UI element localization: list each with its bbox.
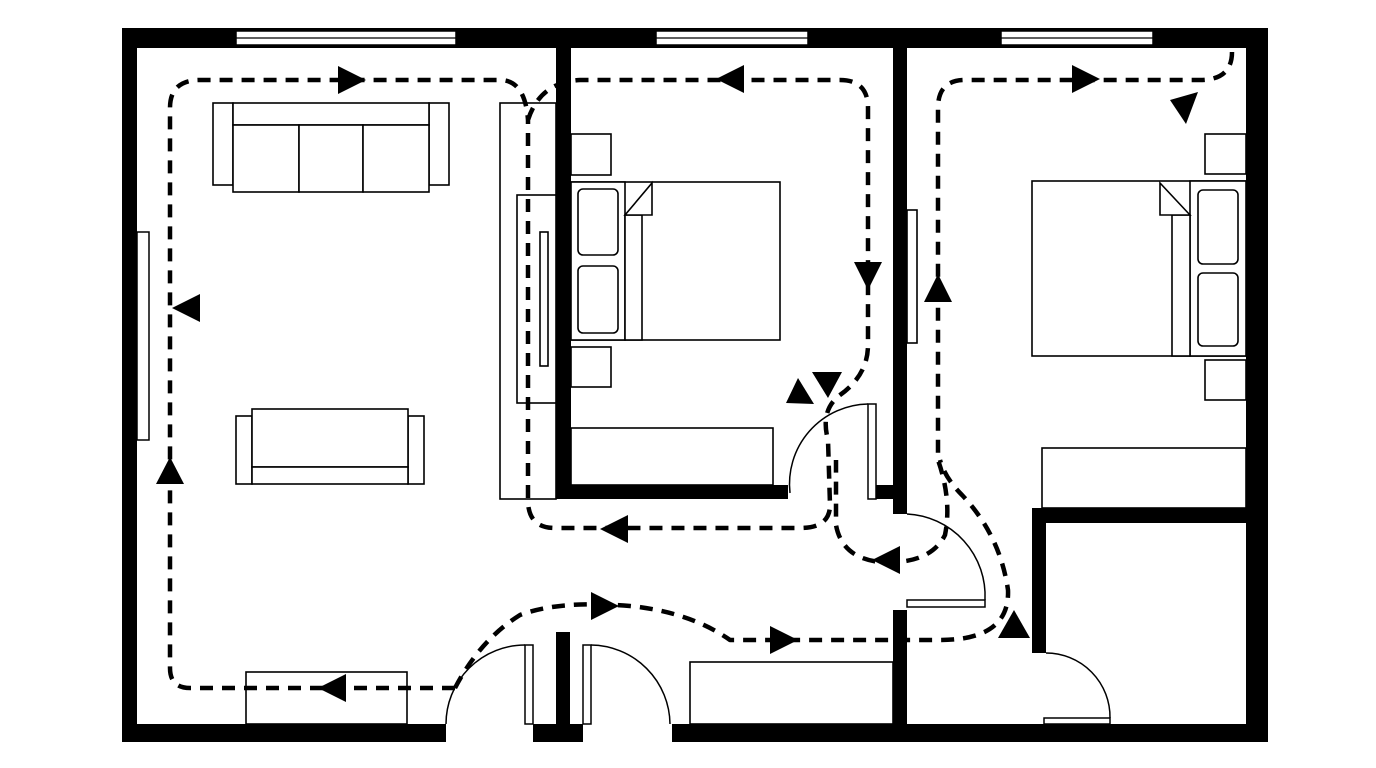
direction-arrow-icon: [854, 262, 882, 290]
wardrobe-bedroom2-wall: [906, 209, 918, 344]
wall-living-bedroom1: [556, 44, 571, 499]
direction-arrow-icon: [786, 378, 814, 404]
direction-arrow-icon: [872, 546, 900, 574]
sofa: [212, 102, 450, 193]
direction-arrow-icon: [998, 610, 1030, 638]
door-bedroom1: [788, 403, 877, 500]
wall-closet-top: [1032, 508, 1262, 523]
wall-right: [1246, 28, 1268, 742]
direction-arrow-icon: [600, 515, 628, 543]
direction-arrow-icon: [716, 65, 744, 93]
route-arrows: [156, 65, 1198, 702]
dresser-bedroom2: [1041, 447, 1247, 509]
entry-bench: [245, 671, 408, 725]
wall-hall-lower: [893, 610, 907, 726]
window-bedroom2-top: [1000, 30, 1154, 46]
wall-closet-left: [1032, 508, 1046, 653]
route-bedroom1-loop: [525, 77, 871, 531]
wall-bottom-right: [672, 724, 1268, 742]
direction-arrow-icon: [156, 457, 184, 484]
direction-arrow-icon: [1170, 92, 1198, 124]
window-living-top: [235, 30, 457, 46]
direction-arrow-icon: [591, 592, 619, 620]
route-hall-wave: [453, 459, 1011, 690]
double-bed-bedroom1: [570, 180, 781, 341]
door-bedroom2: [906, 513, 986, 608]
route-bedroom2-loop: [833, 51, 1235, 565]
direction-arrow-icon: [770, 626, 798, 654]
nightstands-bedroom1: [570, 133, 612, 388]
dresser-bedroom1: [570, 427, 774, 486]
circulation-route: [167, 51, 1235, 691]
wall-bottom-left: [122, 724, 446, 742]
window-living-left: [136, 231, 150, 441]
wall-entry-stub: [556, 632, 570, 742]
wall-bedroom1-bottom: [556, 485, 788, 499]
door-closet: [1043, 652, 1111, 725]
wall-left: [122, 28, 137, 742]
direction-arrow-icon: [924, 274, 952, 302]
direction-arrow-icon: [338, 66, 366, 94]
direction-arrow-icon: [1072, 65, 1100, 93]
direction-arrow-icon: [812, 372, 842, 398]
windows: [136, 30, 1154, 441]
nightstands-bedroom2: [1204, 133, 1247, 401]
double-bed-bedroom2: [1031, 180, 1247, 357]
door-entry-right: [582, 644, 671, 725]
media-cabinet: [499, 102, 557, 500]
interior-walls: [556, 44, 1262, 742]
wall-bedroom1-bedroom2: [893, 44, 907, 514]
direction-arrow-icon: [318, 674, 346, 702]
window-bedroom1-top: [655, 30, 809, 46]
direction-arrow-icon: [172, 294, 200, 322]
loveseat: [235, 408, 425, 485]
hall-cabinet: [689, 661, 894, 725]
